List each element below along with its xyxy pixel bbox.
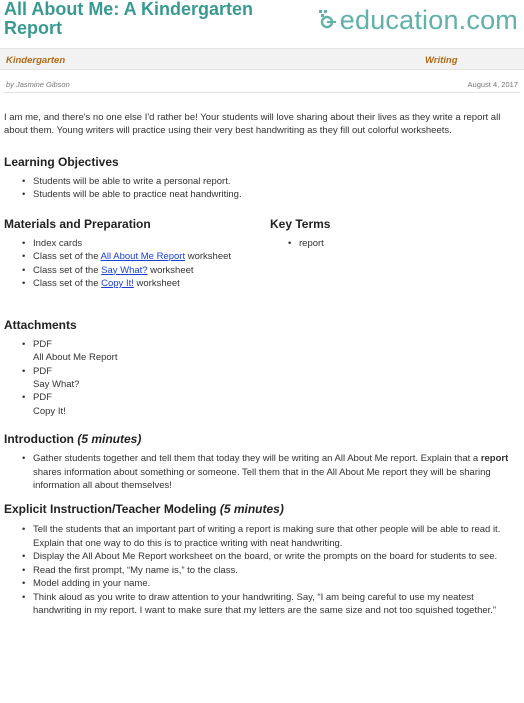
copy-it-link[interactable]: Copy It! (101, 278, 134, 290)
attachment-name: Say What? (33, 379, 80, 391)
learning-objectives-list: Students will be able to write a persona… (22, 175, 520, 202)
explicit-instruction-list: Tell the students that an important part… (22, 523, 520, 617)
list-item: Display the All About Me Report workshee… (22, 550, 520, 564)
list-item: Class set of the All About Me Report wor… (22, 250, 264, 264)
grade-link[interactable]: Kindergarten (6, 55, 66, 66)
materials-heading: Materials and Preparation (4, 216, 151, 231)
attachment-name: All About Me Report (33, 352, 118, 364)
key-term-report: report (480, 453, 509, 465)
page-title: All About Me: A Kindergarten Report (4, 0, 253, 38)
attachment-type: PDF (33, 392, 52, 404)
list-item: Class set of the Copy It! worksheet (22, 277, 264, 291)
learning-objectives-heading: Learning Objectives (4, 155, 119, 169)
subject-link[interactable]: Writing (425, 55, 458, 66)
attachment-item[interactable]: PDF Copy It! (22, 391, 520, 418)
section-duration: (5 minutes) (77, 432, 142, 447)
author-byline: by Jasmine Gibson (6, 80, 70, 89)
list-item: Students will be able to write a persona… (22, 175, 520, 189)
materials-keyterms-row: Materials and Preparation Index cards Cl… (4, 217, 520, 309)
publish-date: August 4, 2017 (467, 80, 518, 89)
attachment-type: PDF (33, 365, 52, 377)
education-logo[interactable]: education.com (318, 6, 518, 34)
text-segment: Gather students together and tell them t… (33, 453, 481, 465)
divider (4, 92, 520, 93)
logo-text: education.com (339, 5, 518, 35)
list-item: Think aloud as you write to draw attenti… (22, 591, 520, 618)
attachment-name: Copy It! (33, 405, 66, 417)
text-segment: shares information about something or so… (33, 466, 491, 492)
list-item: Index cards (22, 237, 264, 251)
attachment-item[interactable]: PDF All About Me Report (22, 338, 520, 365)
list-item: Class set of the Say What? worksheet (22, 264, 264, 278)
list-item: Read the first prompt, “My name is,” to … (22, 564, 520, 578)
explicit-instruction-heading: Explicit Instruction/Teacher Modeling (5… (4, 502, 520, 517)
section-duration: (5 minutes) (219, 502, 284, 517)
attachments-list: PDF All About Me Report PDF Say What? PD… (4, 338, 520, 418)
attachment-item[interactable]: PDF Say What? (22, 365, 520, 392)
material-prefix: Class set of the (33, 278, 102, 290)
key-terms-heading: Key Terms (270, 216, 331, 231)
say-what-link[interactable]: Say What? (101, 264, 148, 276)
material-prefix: Class set of the (33, 251, 101, 263)
list-item: report (288, 237, 510, 251)
introduction-list: Gather students together and tell them t… (22, 452, 520, 492)
intro-paragraph: I am me, and there's no one else I'd rat… (4, 112, 501, 136)
section-title: Introduction (4, 432, 74, 447)
materials-section: Materials and Preparation Index cards Cl… (4, 217, 264, 291)
list-item: Gather students together and tell them t… (22, 452, 520, 492)
material-suffix: worksheet (133, 278, 180, 290)
attachments-heading: Attachments (4, 317, 77, 332)
section-title: Explicit Instruction/Teacher Modeling (4, 502, 217, 517)
attachment-type: PDF (33, 338, 52, 350)
introduction-heading: Introduction (5 minutes) (4, 432, 520, 447)
materials-list: Index cards Class set of the All About M… (22, 237, 264, 291)
all-about-me-report-link[interactable]: All About Me Report (100, 251, 186, 263)
material-suffix: worksheet (185, 251, 232, 263)
meta-bar: Kindergarten Writing (0, 48, 524, 70)
list-item: Students will be able to practice neat h… (22, 188, 520, 202)
material-suffix: worksheet (147, 264, 194, 276)
list-item: Tell the students that an important part… (22, 523, 520, 550)
material-prefix: Class set of the (33, 264, 102, 276)
key-terms-section: Key Terms report (270, 216, 510, 251)
lesson-content: I am me, and there's no one else I'd rat… (4, 111, 520, 617)
logo-icon (318, 9, 338, 31)
list-item: Model adding in your name. (22, 577, 520, 591)
page-header: All About Me: A Kindergarten Report educ… (0, 0, 524, 48)
key-terms-list: report (288, 237, 510, 251)
